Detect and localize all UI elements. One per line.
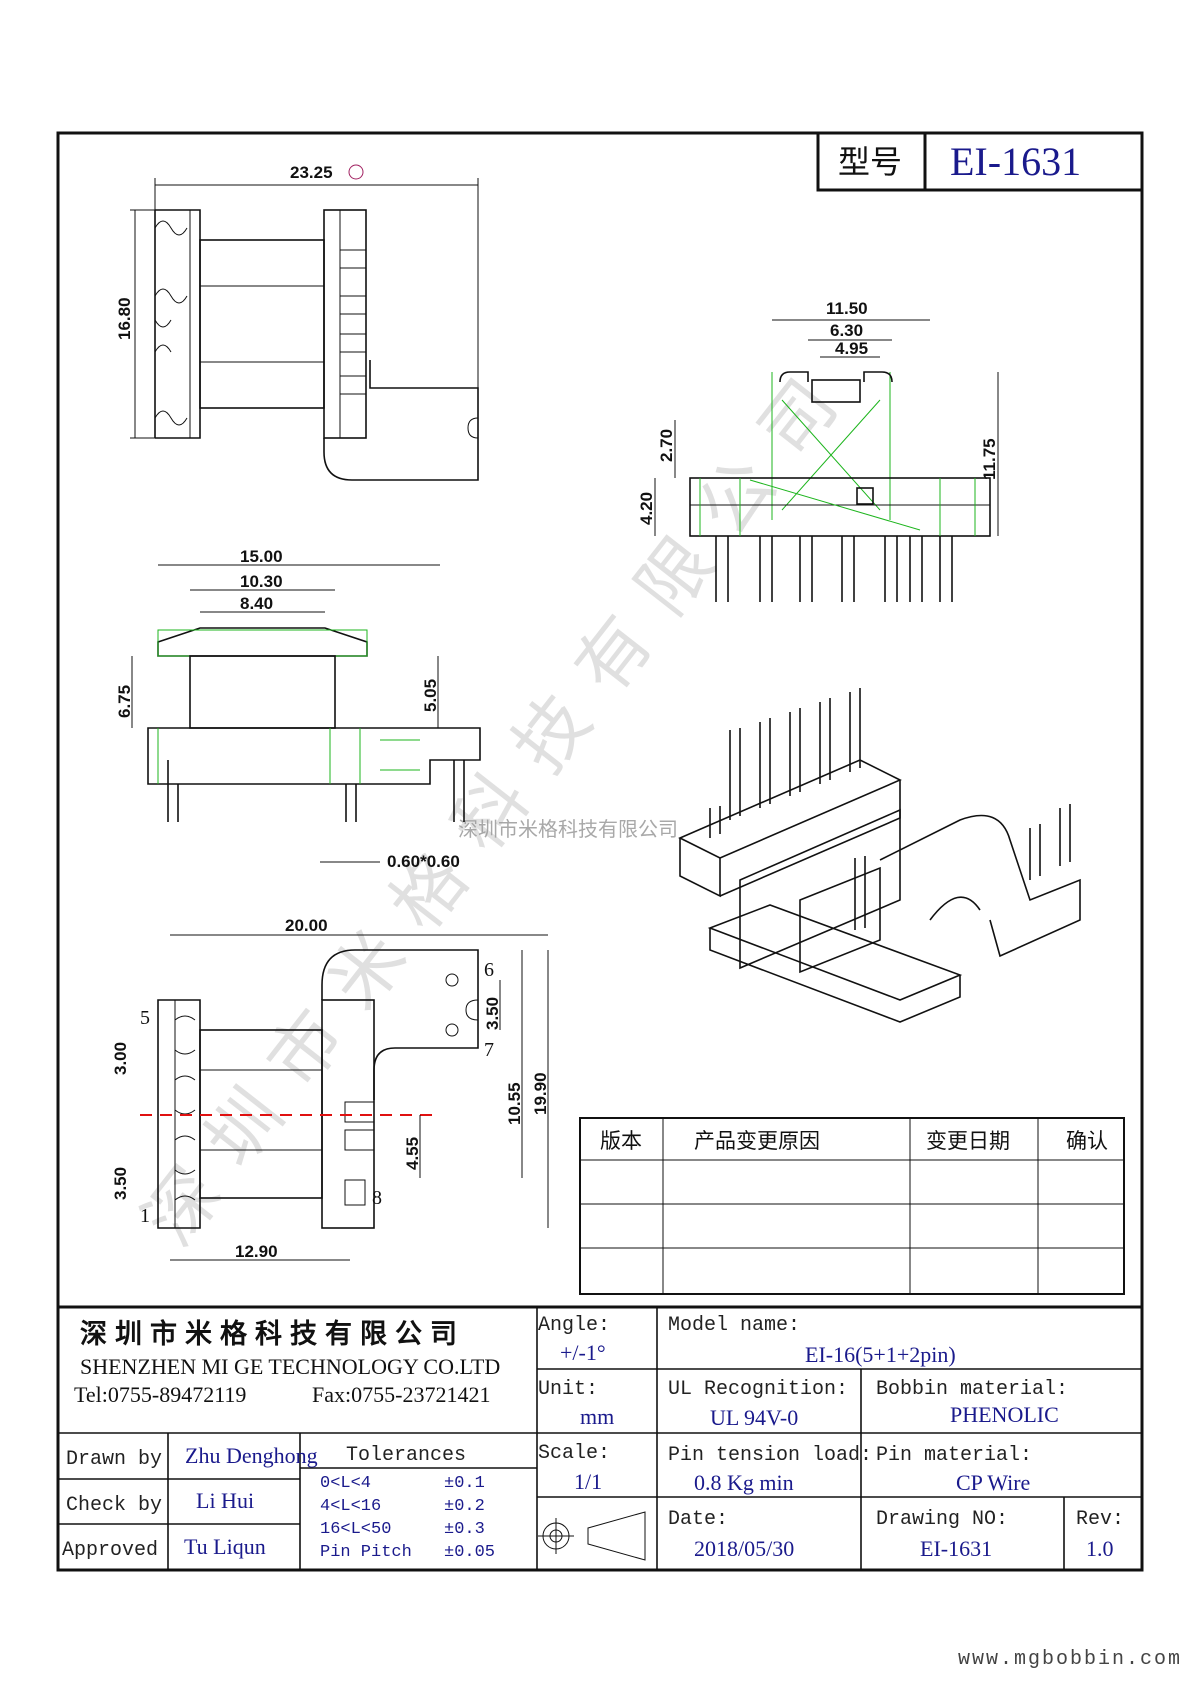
pin-tension-label: Pin tension load: (668, 1444, 872, 1467)
bobbin-material-value: PHENOLIC (950, 1402, 1059, 1427)
dim-front-h1: 6.75 (115, 685, 134, 718)
dim-side-h2: 2.70 (657, 429, 676, 462)
rev-col-confirm: 确认 (1066, 1129, 1108, 1153)
dim-bottom-w2: 12.90 (235, 1242, 278, 1261)
dim-bottom-p2: 3.00 (111, 1042, 130, 1075)
tolerances-label: Tolerances (346, 1444, 466, 1467)
ul-label: UL Recognition: (668, 1378, 848, 1401)
rev-col-reason: 产品变更原因 (694, 1129, 820, 1153)
check-by-value: Li Hui (196, 1488, 254, 1513)
company-fax: Fax:0755-23721421 (312, 1382, 490, 1407)
dim-front-h2: 5.05 (421, 679, 440, 712)
check-by-label: Check by (66, 1494, 162, 1517)
projection-symbol-icon (538, 1511, 646, 1561)
pin-number-7: 7 (484, 1039, 494, 1061)
tolerance-range-2: 4<L<16 (320, 1497, 381, 1516)
dim-side-w3: 4.95 (835, 339, 868, 358)
company-name-en: SHENZHEN MI GE TECHNOLOGY CO.LTD (80, 1354, 500, 1379)
pin-number-5: 5 (140, 1007, 150, 1029)
tolerance-range-1: 0<L<4 (320, 1474, 371, 1493)
tolerance-value-4: ±0.05 (444, 1543, 495, 1562)
side-view: 11.50 6.30 4.95 11.75 2.70 4.20 (637, 299, 999, 602)
angle-label: Angle: (538, 1314, 610, 1337)
top-view: 23.25 16.80 (115, 163, 479, 481)
dim-bottom-h2: 19.90 (531, 1072, 550, 1115)
unit-value: mm (580, 1404, 614, 1429)
dim-front-pin: 0.60*0.60 (387, 852, 460, 871)
title-label: 型号 (838, 143, 902, 181)
model-label: Model name: (668, 1314, 800, 1337)
title-block: 深圳市米格科技有限公司 SHENZHEN MI GE TECHNOLOGY CO… (58, 1305, 1142, 1570)
isometric-view (678, 688, 1081, 1023)
dim-bottom-h3: 4.55 (403, 1137, 422, 1170)
drawn-by-label: Drawn by (66, 1448, 162, 1471)
watermark-small: 深圳市米格科技有限公司 (458, 818, 678, 841)
tolerance-value-3: ±0.3 (444, 1520, 485, 1539)
dim-side-w2: 6.30 (830, 321, 863, 340)
tolerance-range-3: 16<L<50 (320, 1520, 391, 1539)
title-value: EI-1631 (950, 139, 1081, 184)
dim-bottom-w1: 20.00 (285, 916, 328, 935)
dim-bottom-p1: 3.50 (483, 997, 502, 1030)
dim-top-height: 16.80 (115, 297, 134, 340)
dim-side-h3: 4.20 (637, 492, 656, 525)
tolerance-value-2: ±0.2 (444, 1497, 485, 1516)
ul-value: UL 94V-0 (710, 1405, 798, 1430)
dim-bottom-p3: 3.50 (111, 1167, 130, 1200)
bottom-view: 20.00 12.90 10.55 19.90 4.55 3.50 3.00 3… (111, 916, 550, 1261)
pin-number-8: 8 (372, 1187, 382, 1209)
drawing-no-label: Drawing NO: (876, 1508, 1008, 1531)
rev-col-date: 变更日期 (926, 1129, 1010, 1153)
date-label: Date: (668, 1508, 728, 1531)
drawing-no-value: EI-1631 (920, 1536, 992, 1561)
rev-value: 1.0 (1086, 1536, 1114, 1561)
pin-tension-value: 0.8 Kg min (694, 1470, 794, 1495)
pin-number-1: 1 (140, 1205, 150, 1227)
model-value: EI-16(5+1+2pin) (805, 1342, 956, 1367)
unit-label: Unit: (538, 1378, 598, 1401)
scale-label: Scale: (538, 1442, 610, 1465)
bobbin-material-label: Bobbin material: (876, 1378, 1068, 1401)
date-value: 2018/05/30 (694, 1536, 794, 1561)
dim-side-w1: 11.50 (826, 299, 868, 318)
sheet-border (56, 131, 1144, 1572)
tolerance-range-4: Pin Pitch (320, 1543, 412, 1562)
pin-material-value: CP Wire (956, 1470, 1030, 1495)
approved-value: Tu Liqun (184, 1534, 266, 1559)
rev-label: Rev: (1076, 1508, 1124, 1531)
company-name-cn: 深圳市米格科技有限公司 (80, 1318, 465, 1350)
tolerance-value-1: ±0.1 (444, 1474, 485, 1493)
revision-table: 版本 产品变更原因 变更日期 确认 (579, 1117, 1125, 1295)
dim-side-h1: 11.75 (980, 438, 999, 480)
title-box: 型号 EI-1631 (816, 131, 1144, 192)
rev-col-version: 版本 (600, 1129, 642, 1153)
dim-top-width: 23.25 (290, 163, 333, 182)
website-url: www.mgbobbin.com (958, 1648, 1182, 1671)
approved-label: Approved (62, 1539, 158, 1562)
scale-value: 1/1 (574, 1469, 602, 1494)
drawn-by-value: Zhu Denghong (185, 1443, 318, 1468)
pin-number-6: 6 (484, 959, 494, 981)
dim-front-w3: 8.40 (240, 594, 273, 613)
dim-bottom-h1: 10.55 (505, 1082, 524, 1125)
front-view: 15.00 10.30 8.40 6.75 5.05 0.60*0.60 (115, 547, 481, 871)
company-tel: Tel:0755-89472119 (74, 1382, 246, 1407)
angle-value: +/-1° (560, 1340, 606, 1365)
dim-front-w1: 15.00 (240, 547, 283, 566)
pin-material-label: Pin material: (876, 1444, 1032, 1467)
dim-front-w2: 10.30 (240, 572, 283, 591)
